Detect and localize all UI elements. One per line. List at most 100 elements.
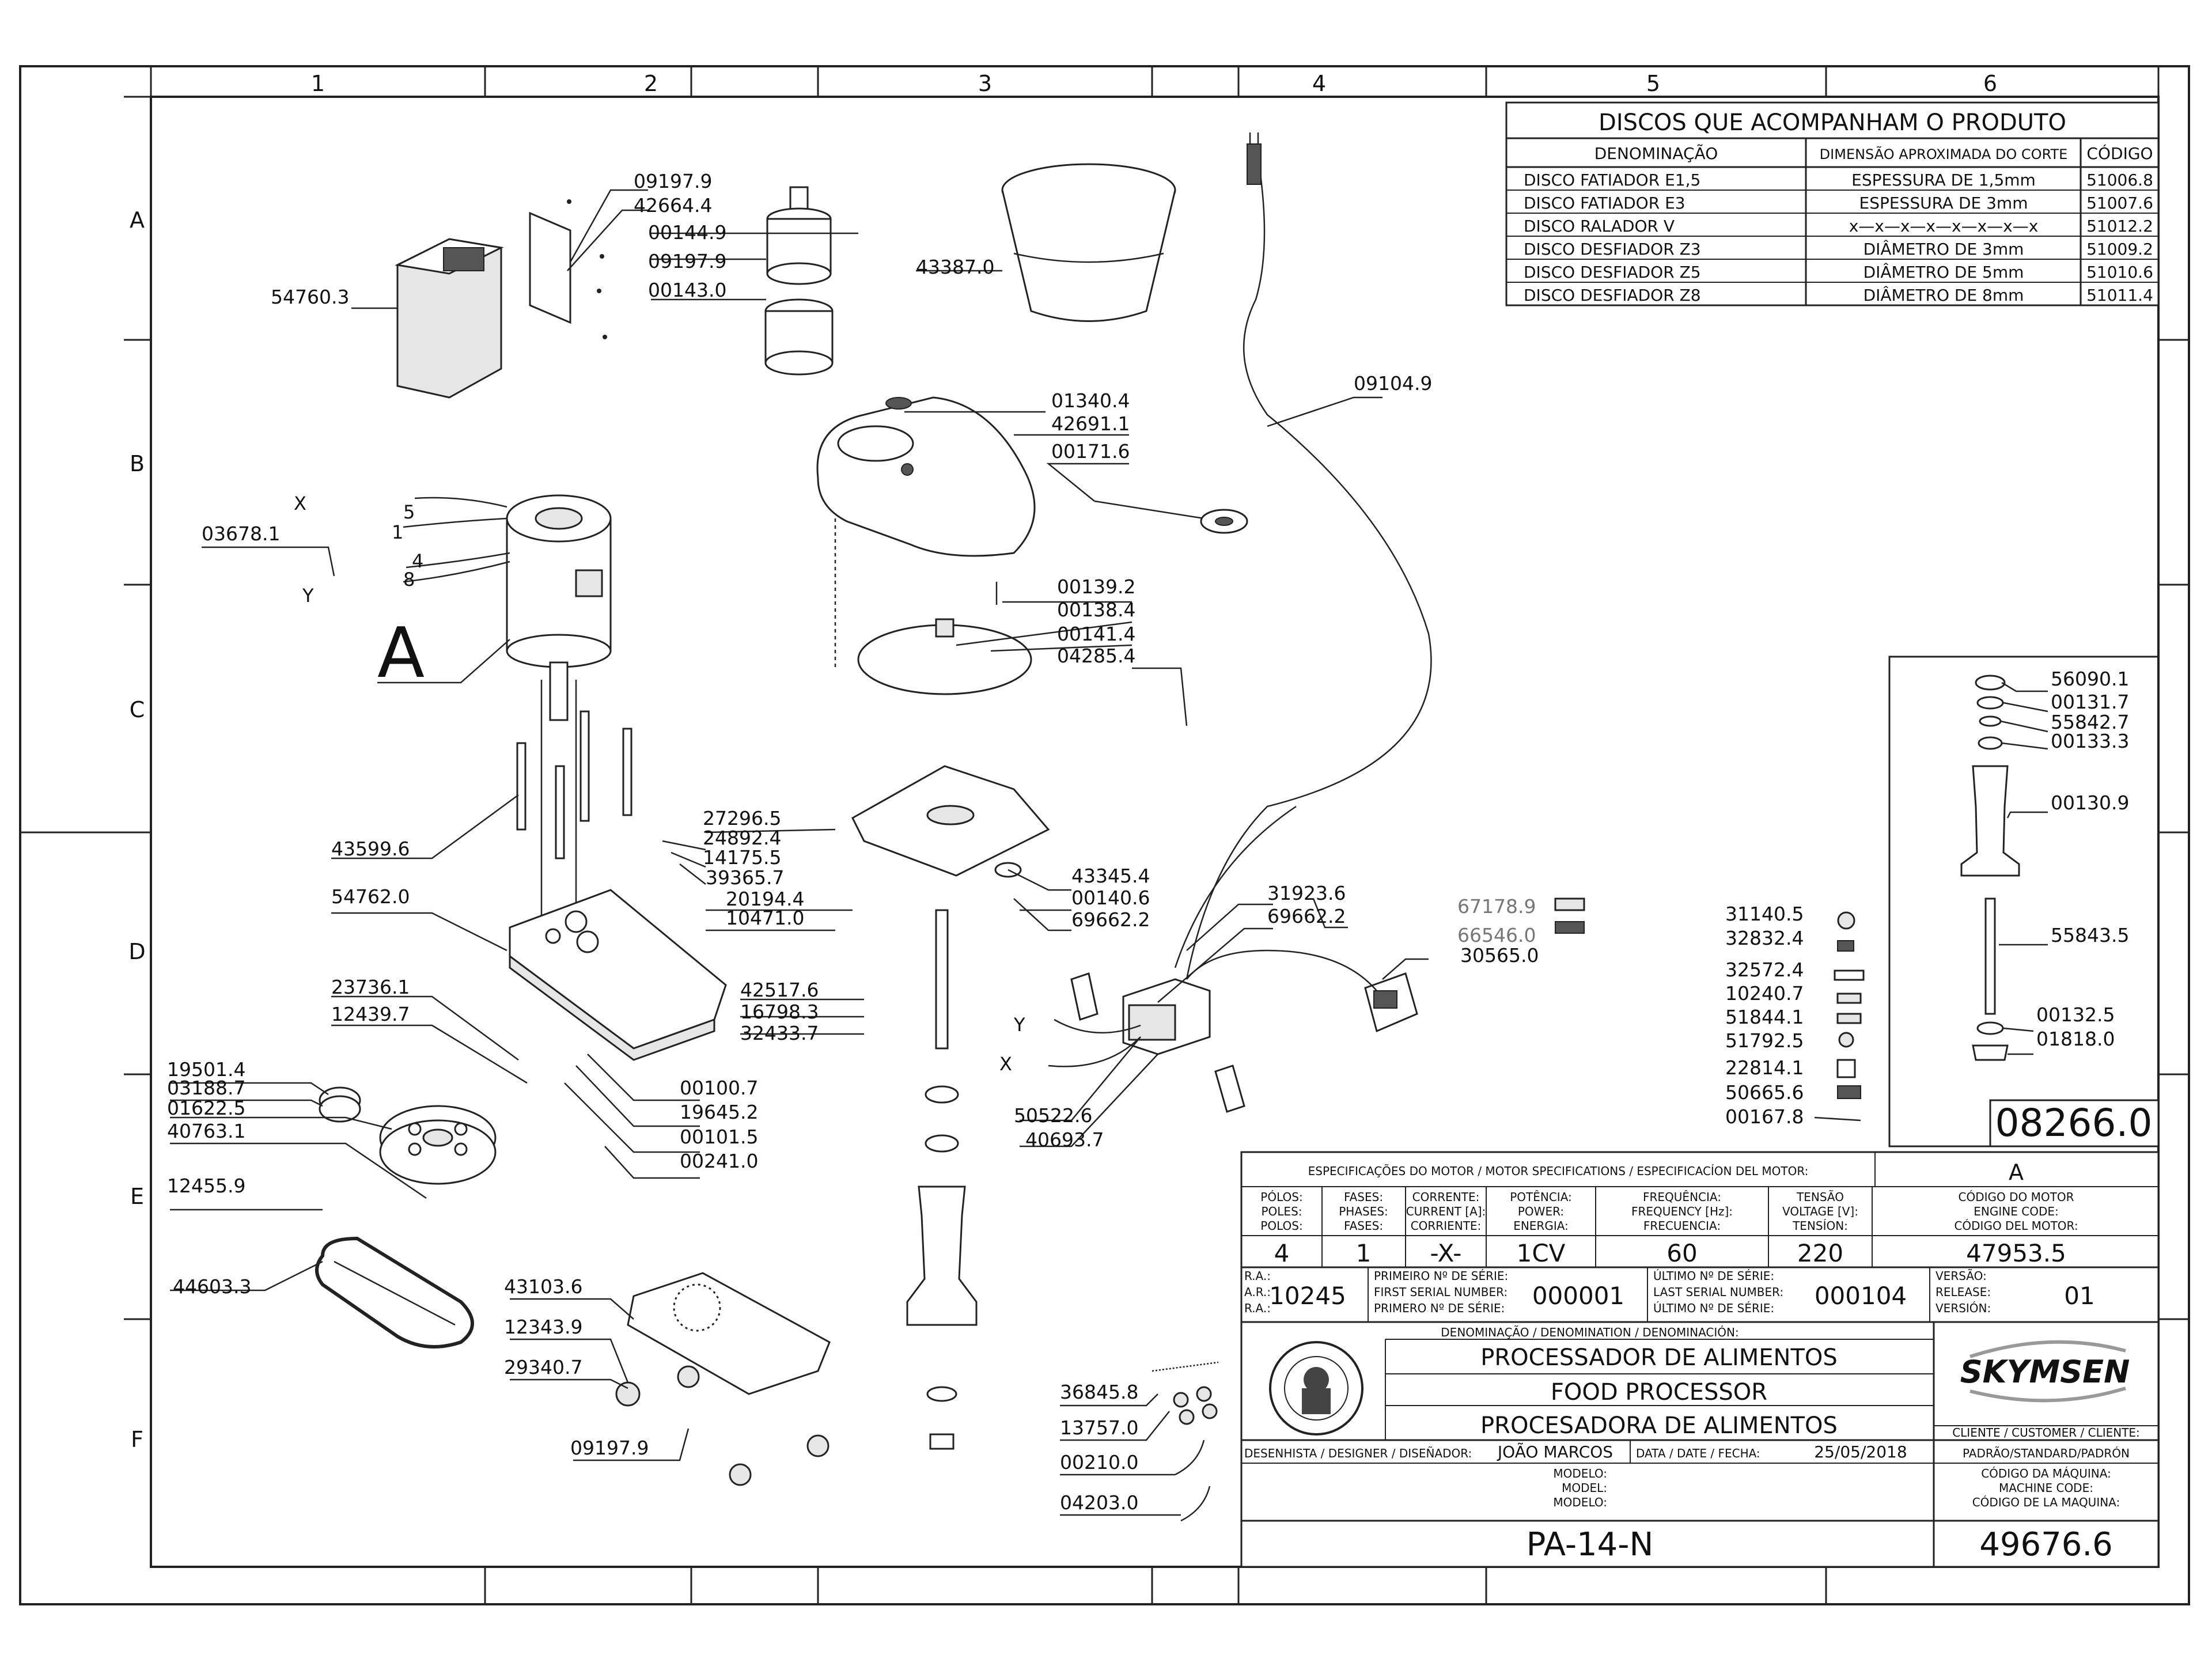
- part-label: 12439.7: [331, 1003, 410, 1025]
- spec-value: 47953.5: [1966, 1239, 2066, 1267]
- serial-last-label: LAST SERIAL NUMBER:: [1653, 1285, 1783, 1299]
- grid-row-d: D: [128, 939, 145, 964]
- part-label: 00130.9: [2051, 791, 2129, 814]
- version-label: VERSÃO:: [1936, 1269, 1987, 1283]
- spec-header: FREQUÊNCIA:: [1643, 1190, 1721, 1204]
- part-label: 23736.1: [331, 976, 410, 998]
- part-label: 32832.4: [1725, 927, 1804, 949]
- part-label: 31923.6: [1267, 882, 1346, 904]
- grid-col-4: 4: [1312, 71, 1326, 96]
- part-label: 39365.7: [706, 866, 784, 889]
- detail-ref-letter: A: [2009, 1160, 2024, 1185]
- serial-ra-value: 10245: [1269, 1282, 1346, 1310]
- motor-spec-title: ESPECIFICAÇÕES DO MOTOR / MOTOR SPECIFIC…: [1308, 1164, 1809, 1178]
- spec-header: PÓLOS:: [1260, 1190, 1302, 1204]
- part-label: 42664.4: [634, 194, 712, 217]
- part-label: 69662.2: [1071, 908, 1150, 931]
- part-label: 30565.0: [1460, 944, 1539, 967]
- part-label: 09197.9: [570, 1437, 649, 1459]
- part-label: 01340.4: [1051, 389, 1130, 412]
- grid-row-f: F: [131, 1427, 143, 1452]
- client-label: CLIENTE / CUSTOMER / CLIENTE:: [1952, 1426, 2140, 1440]
- serial-ra-label: A.R.:: [1244, 1285, 1271, 1299]
- date-label: DATA / DATE / FECHA:: [1636, 1446, 1760, 1460]
- screw-set: [1152, 1361, 1219, 1522]
- disc-row-cut: x—x—x—x—x—x—x—x: [1849, 217, 2039, 236]
- disc-row-cut: ESPESSURA DE 1,5mm: [1851, 171, 2036, 190]
- grid-labels: 1 2 3 4 5 6 A B C D E F: [128, 71, 1997, 1452]
- disc-row-cut: DIÂMETRO DE 3mm: [1863, 239, 2024, 259]
- part-label: 32572.4: [1725, 959, 1804, 981]
- part-label: 32433.7: [740, 1022, 819, 1044]
- part-label: 55843.5: [2051, 924, 2129, 946]
- product-name-es: PROCESADORA DE ALIMENTOS: [1480, 1412, 1838, 1439]
- part-label: 16798.3: [740, 1001, 819, 1023]
- product-name-en: FOOD PROCESSOR: [1551, 1379, 1767, 1406]
- spec-header: VOLTAGE [V]:: [1782, 1205, 1858, 1218]
- machine-code-label: CÓDIGO DA MÁQUINA:: [1981, 1467, 2111, 1480]
- spec-header: ENGINE CODE:: [1974, 1205, 2058, 1218]
- power-switch: [1364, 972, 1418, 1033]
- part-label: 43387.0: [916, 256, 994, 278]
- disc-row-code: 51009.2: [2086, 240, 2153, 259]
- part-label: 66546.0: [1457, 924, 1536, 946]
- skymsen-logo: SKYMSEN: [1960, 1340, 2130, 1403]
- spec-header: FASES:: [1344, 1190, 1383, 1204]
- callout-leaders: [170, 189, 2048, 1516]
- product-name-pt: PROCESSADOR DE ALIMENTOS: [1480, 1344, 1838, 1371]
- wire-marker: 8: [403, 569, 415, 590]
- part-label: 01622.5: [167, 1097, 245, 1119]
- disc-row-code: 51006.8: [2086, 171, 2153, 190]
- disc-row-name: DISCO RALADOR V: [1524, 217, 1675, 236]
- spec-header: POLES:: [1261, 1205, 1302, 1218]
- disc-row-name: DISCO DESFIADOR Z3: [1524, 240, 1701, 259]
- part-label: 43103.6: [504, 1275, 582, 1298]
- part-label: 44603.3: [173, 1275, 251, 1298]
- disc-table-title: DISCOS QUE ACOMPANHAM O PRODUTO: [1599, 109, 2066, 136]
- part-label: 00210.0: [1060, 1451, 1138, 1474]
- model-value: PA-14-N: [1527, 1526, 1654, 1563]
- spec-header: TENSÃO: [1796, 1190, 1844, 1204]
- version-value: 01: [2064, 1282, 2094, 1310]
- cutting-disc: [857, 582, 1032, 695]
- part-label: 56090.1: [2051, 668, 2129, 690]
- disc-row-code: 51007.6: [2086, 194, 2153, 213]
- serial-last-label: ÚLTIMO Nº DE SÉRIE:: [1653, 1269, 1774, 1283]
- part-label: 14175.5: [703, 846, 781, 869]
- version-label: VERSIÓN:: [1936, 1301, 1991, 1315]
- authorized-service-seal: [1269, 1341, 1363, 1435]
- part-label: 00133.3: [2051, 730, 2129, 752]
- contactor: [1122, 978, 1211, 1055]
- processor-lid: [816, 396, 1036, 668]
- lower-cover: [615, 1272, 831, 1486]
- wire-marker: 1: [392, 521, 403, 543]
- wire-marker: X: [294, 493, 306, 514]
- denomination-label: DENOMINAÇÃO / DENOMINATION / DENOMINACIÓ…: [1441, 1325, 1738, 1339]
- part-label: 67178.9: [1457, 895, 1536, 918]
- detail-code: 08266.0: [1995, 1101, 2153, 1145]
- part-label: 50665.6: [1725, 1081, 1804, 1104]
- model-label: MODELO:: [1553, 1467, 1607, 1480]
- drive-pulley: [319, 1086, 497, 1185]
- machine-code-label: CÓDIGO DE LA MAQUINA:: [1972, 1495, 2120, 1509]
- model-label: MODEL:: [1562, 1481, 1607, 1495]
- spec-header: TENSÍON:: [1792, 1219, 1848, 1233]
- spec-header: FASES:: [1344, 1219, 1383, 1233]
- part-label: 09197.9: [634, 170, 712, 192]
- base-plate: [509, 889, 727, 1061]
- spanner-tool: [1094, 500, 1248, 534]
- spec-header: POLOS:: [1260, 1219, 1302, 1233]
- part-label: 00141.4: [1057, 623, 1135, 645]
- disc-row-cut: DIÂMETRO DE 5mm: [1863, 262, 2024, 282]
- wire-markers: X 5 1 Y 4 8 Y X: [294, 493, 1025, 1075]
- part-label: 12455.9: [167, 1175, 245, 1197]
- part-label: 19645.2: [680, 1101, 758, 1123]
- serial-last-value: 000104: [1815, 1282, 1907, 1310]
- spec-header: CURRENT [A]:: [1406, 1205, 1486, 1218]
- serial-first-label: PRIMEIRO Nº DE SÉRIE:: [1374, 1269, 1508, 1283]
- spec-value: 220: [1797, 1239, 1843, 1267]
- part-label: 00131.7: [2051, 691, 2129, 713]
- motor-callout-letter: A: [377, 613, 425, 694]
- part-label: 04203.0: [1060, 1491, 1138, 1514]
- grid-col-1: 1: [311, 71, 325, 96]
